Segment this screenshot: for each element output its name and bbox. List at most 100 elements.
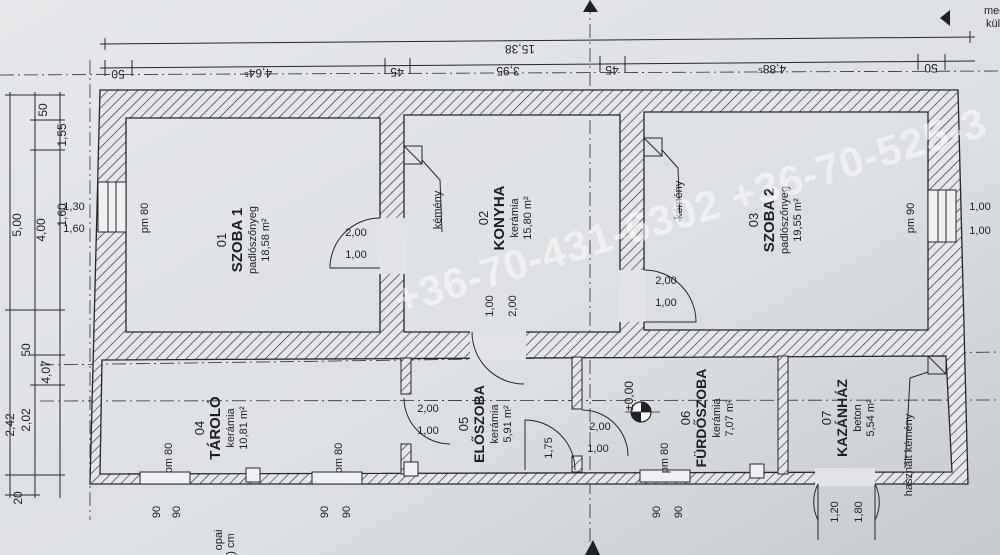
dim-top-seg-1: 50 [111,67,125,81]
level-marker: ±0,00 [622,381,660,423]
door-openings [378,218,875,486]
door-3-width: 1,00 [484,295,496,316]
window-room3-h2: 1,00 [969,225,990,237]
room-03-name: SZOBA 2 [761,188,778,252]
dim-top-seg-6: 4,88⁵ [758,62,786,76]
dim-left-outer-5: 20 [11,491,25,505]
door-7-b: 1,80 [853,501,865,522]
window-south-w-1b: 90 [171,506,183,518]
room-06: 06 FÜRDŐSZOBA kerámia 7,07 m² [678,369,736,468]
door-1-height: 2,00 [345,227,366,239]
dim-left-inner-3: 1,60 [55,203,69,227]
window-room1-h2: 1,60 [63,223,84,235]
door-6-height: 1,75 [543,437,555,458]
dim-top-seg-7: 50 [924,61,938,75]
room-01-area: 18,58 m² [260,218,272,262]
door-4-width: 1,00 [417,425,438,437]
room-06-name: FÜRDŐSZOBA [692,369,709,468]
room-05-area: 5,91 m² [502,405,514,443]
dim-left-inner-1: 50 [36,103,50,117]
dim-top-seg-3: 45 [390,65,404,79]
room-06-floor: kerámia [711,398,723,438]
window-south-w-3a: 90 [651,506,663,518]
room-07-floor: beton [852,404,864,432]
window-room3-sill: pm 90 [905,203,917,234]
room-04-name: TÁROLÓ [206,396,224,460]
room-06-area: 7,07 m² [724,399,736,437]
window-south-sill-1: pm 80 [163,443,175,474]
door-2-width: 1,00 [655,297,676,309]
window-room3-h1: 1,00 [969,201,990,213]
room-07-name: KAZÁNHÁZ [834,379,850,457]
room-07: 07 KAZÁNHÁZ beton 5,54 m² [819,379,877,457]
room-05-number: 05 [456,417,471,431]
door-2-height: 2,00 [655,275,676,287]
room-01-floor: padlószőnyeg [247,206,259,274]
dim-top-seg-4: 3,95 [496,64,520,78]
room-04-area: 10,81 m² [238,406,250,450]
door-7-a: 1,20 [829,501,841,522]
window-room1-sill: pm 80 [139,203,151,234]
room-02-floor: kerámia [509,198,521,238]
room-01-name: SZOBA 1 [229,208,246,272]
window-south-sill-2: pm 80 [333,443,345,474]
room-04: 04 TÁROLÓ kerámia 10,81 m² [192,396,250,460]
corner-note-2: kül [986,18,1000,30]
window-south-w-2a: 90 [319,506,331,518]
room-05-floor: kerámia [489,404,501,444]
window-south-w-1a: 90 [151,506,163,518]
room-01: 01 SZOBA 1 padlószőnyeg 18,58 m² [214,206,272,274]
room-05-name: ELŐSZOBA [470,385,487,463]
left-dimensions: 5,00 4,00 2,42 2,02 20 50 1,55 1,60 50 4… [3,92,69,505]
window-south-w-2b: 90 [341,506,353,518]
room-07-area: 5,54 m² [865,399,877,437]
door-3-height: 2,00 [507,295,519,316]
dim-left-outer-1: 5,00 [10,213,24,237]
chimney-label-kitchen: kémény [432,190,444,229]
windows [97,181,957,485]
dim-top-total: 15,38 [505,42,535,56]
door-4-height: 2,00 [417,403,438,415]
window-south-w-3b: 90 [673,506,685,518]
bottom-note: opai [213,530,225,551]
door-swings [329,217,880,540]
dim-left-outer-4: 2,02 [19,408,33,432]
room-04-floor: kerámia [225,408,237,448]
room-03-floor: padlószőnyeg [779,186,791,254]
chimney-label-boiler: használt kémény [903,413,915,496]
room-06-number: 06 [678,411,693,425]
dim-top-seg-2: 4,64⁵ [244,66,272,80]
room-02-number: 02 [476,211,491,225]
section-markers [583,0,950,555]
door-5-height: 2,00 [589,421,610,433]
room-04-number: 04 [192,421,207,435]
window-south-sill-3: pm 80 [659,443,671,474]
room-02: 02 KONYHA kerámia 15,80 m² [476,185,534,250]
room-05: 05 ELŐSZOBA kerámia 5,91 m² [456,385,514,463]
door-1-width: 1,00 [345,249,366,261]
room-03-area: 19,55 m² [792,198,804,242]
room-02-name: KONYHA [491,185,508,250]
room-07-number: 07 [819,411,834,425]
level-label: ±0,00 [622,381,636,411]
corner-note: megl. [984,5,1000,17]
dim-left-outer-2: 4,00 [34,218,48,242]
room-01-number: 01 [214,233,229,247]
dim-left-inner-5: 4,07 [39,360,53,384]
dim-top-seg-5: 45 [605,63,619,77]
bottom-note-2: ) cm [225,533,237,554]
top-dimensions: 15,38 50 4,64⁵ 45 3,95 45 4,88⁵ 50 [99,31,976,81]
room-03: 03 SZOBA 2 padlószőnyeg 19,55 m² [746,186,804,254]
dim-left-outer-3: 2,42 [3,413,17,437]
partitions [400,355,789,475]
room-02-area: 15,80 m² [522,196,534,240]
chimney-label-room2: kémény [673,180,685,219]
dim-left-inner-2: 1,55 [55,123,69,147]
window-room1-h1: 1,30 [63,201,84,213]
dim-left-inner-4: 50 [19,343,33,357]
walls [89,89,969,485]
room-03-number: 03 [746,213,761,227]
door-5-width: 1,00 [587,443,608,455]
chimneys [403,137,947,469]
